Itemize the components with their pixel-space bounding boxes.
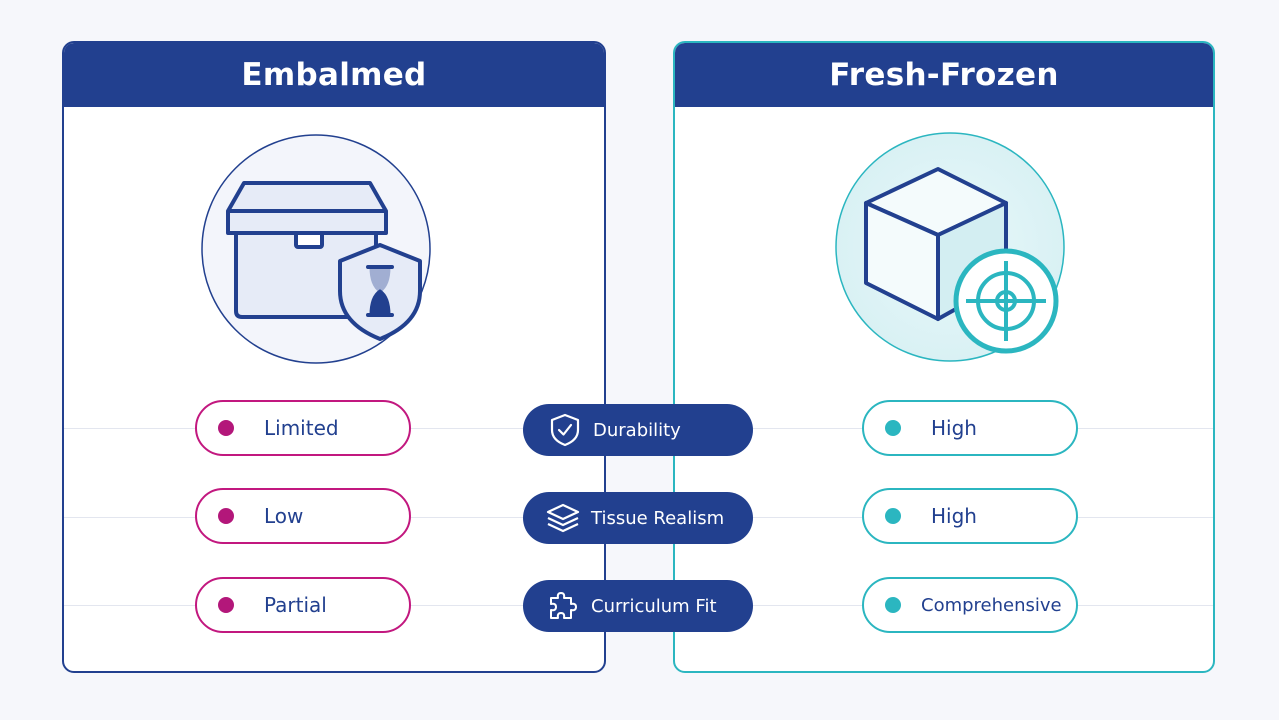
- fresh-frozen-curriculum-value: Comprehensive: [921, 594, 1062, 616]
- embalmed-panel-title: Embalmed: [64, 43, 604, 107]
- criterion-curriculum-fit-label: Curriculum Fit: [591, 595, 717, 617]
- embalmed-curriculum-pill: Partial: [195, 577, 411, 633]
- embalmed-durability-value: Limited: [264, 416, 339, 440]
- magenta-dot-icon: [218, 420, 234, 436]
- criterion-tissue-realism: Tissue Realism: [523, 492, 753, 544]
- magenta-dot-icon: [218, 597, 234, 613]
- shield-check-icon: [547, 412, 583, 448]
- criterion-durability-label: Durability: [593, 419, 681, 441]
- criterion-durability: Durability: [523, 404, 753, 456]
- teal-dot-icon: [885, 420, 901, 436]
- fresh-frozen-realism-value: High: [931, 504, 977, 528]
- embalmed-realism-pill: Low: [195, 488, 411, 544]
- fresh-frozen-panel-title: Fresh-Frozen: [675, 43, 1213, 107]
- embalmed-realism-value: Low: [264, 504, 304, 528]
- criterion-tissue-realism-label: Tissue Realism: [591, 507, 725, 529]
- fresh-frozen-curriculum-pill: Comprehensive: [862, 577, 1078, 633]
- puzzle-icon: [545, 588, 581, 624]
- teal-dot-icon: [885, 597, 901, 613]
- fresh-frozen-durability-value: High: [931, 416, 977, 440]
- criterion-curriculum-fit: Curriculum Fit: [523, 580, 753, 632]
- box-with-shield-hourglass-icon: [200, 133, 432, 365]
- magenta-dot-icon: [218, 508, 234, 524]
- teal-dot-icon: [885, 508, 901, 524]
- layers-icon: [545, 500, 581, 536]
- fresh-frozen-realism-pill: High: [862, 488, 1078, 544]
- cube-with-target-icon: [834, 131, 1066, 363]
- embalmed-curriculum-value: Partial: [264, 593, 327, 617]
- embalmed-durability-pill: Limited: [195, 400, 411, 456]
- fresh-frozen-durability-pill: High: [862, 400, 1078, 456]
